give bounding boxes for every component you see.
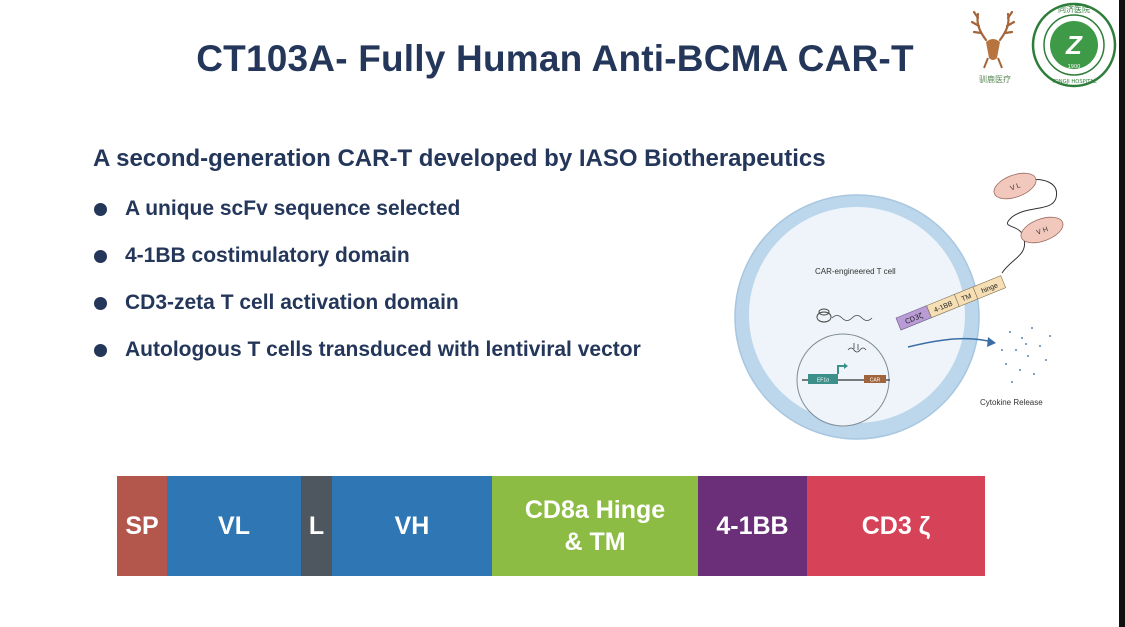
segment-cd8a-hinge-tm: CD8a Hinge & TM xyxy=(492,476,698,576)
scfv-vl-label: V L xyxy=(1009,182,1021,192)
right-edge-border xyxy=(1119,0,1125,627)
bullet-item: CD3-zeta T cell activation domain xyxy=(94,291,641,338)
promoter-label: EF1α xyxy=(817,378,829,384)
seal-bottom-text: TONGJI HOSPITAL xyxy=(1051,79,1097,85)
bullet-list: A unique scFv sequence selected 4-1BB co… xyxy=(94,197,641,385)
secretion-arrow xyxy=(907,337,993,348)
deer-logo-caption: 驯鹿医疗 xyxy=(979,74,1011,84)
segment-vh: VH xyxy=(332,476,492,576)
bullet-item: Autologous T cells transduced with lenti… xyxy=(94,338,641,385)
seal-year: 1900 xyxy=(1068,64,1081,70)
promoter-box xyxy=(808,374,838,384)
segment-cd8a-hinge-label: CD8a Hinge & TM xyxy=(524,495,666,557)
segment-sp: SP xyxy=(117,476,167,576)
segment-4-1bb: 4-1BB xyxy=(698,476,807,576)
car-domain-tm: TM xyxy=(961,293,973,303)
car-t-cell-diagram: CAR-engineered T cell EF1α CAR CD3ζ 4-1B… xyxy=(734,172,1064,440)
car-construct-bar: SP VL L VH CD8a Hinge & TM 4-1BB CD3 ζ xyxy=(117,476,985,576)
car-gene-label: CAR xyxy=(870,378,881,384)
bullet-item: 4-1BB costimulatory domain xyxy=(94,244,641,291)
bullet-dot-icon xyxy=(94,297,107,310)
bullet-item: A unique scFv sequence selected xyxy=(94,197,641,244)
seal-top-text: 同济医院 xyxy=(1058,4,1090,14)
bullet-dot-icon xyxy=(94,250,107,263)
car-gene-box xyxy=(864,375,886,383)
slide-subtitle: A second-generation CAR-T developed by I… xyxy=(93,145,826,172)
slide-title: CT103A- Fully Human Anti-BCMA CAR-T xyxy=(196,38,914,79)
cytokine-release-label: Cytokine Release xyxy=(980,398,1043,407)
bullet-dot-icon xyxy=(94,203,107,216)
seal-letter: Z xyxy=(1065,30,1083,60)
bullet-dot-icon xyxy=(94,344,107,357)
cytokine-dots xyxy=(1001,327,1051,383)
deer-logo-icon: 驯鹿医疗 xyxy=(970,10,1016,84)
scfv-vl-domain: V L xyxy=(993,172,1037,200)
segment-linker: L xyxy=(301,476,332,576)
car-receptor: CD3ζ 4-1BB TM hinge xyxy=(895,275,1007,331)
scfv-vh-domain: V H xyxy=(1020,216,1064,244)
segment-vl: VL xyxy=(167,476,301,576)
segment-cd3-zeta: CD3 ζ xyxy=(807,476,985,576)
cell-label: CAR-engineered T cell xyxy=(815,267,896,276)
hospital-seal-icon: Z 同济医院 1900 TONGJI HOSPITAL xyxy=(1031,2,1117,88)
scfv-vh-label: V H xyxy=(1036,226,1049,237)
